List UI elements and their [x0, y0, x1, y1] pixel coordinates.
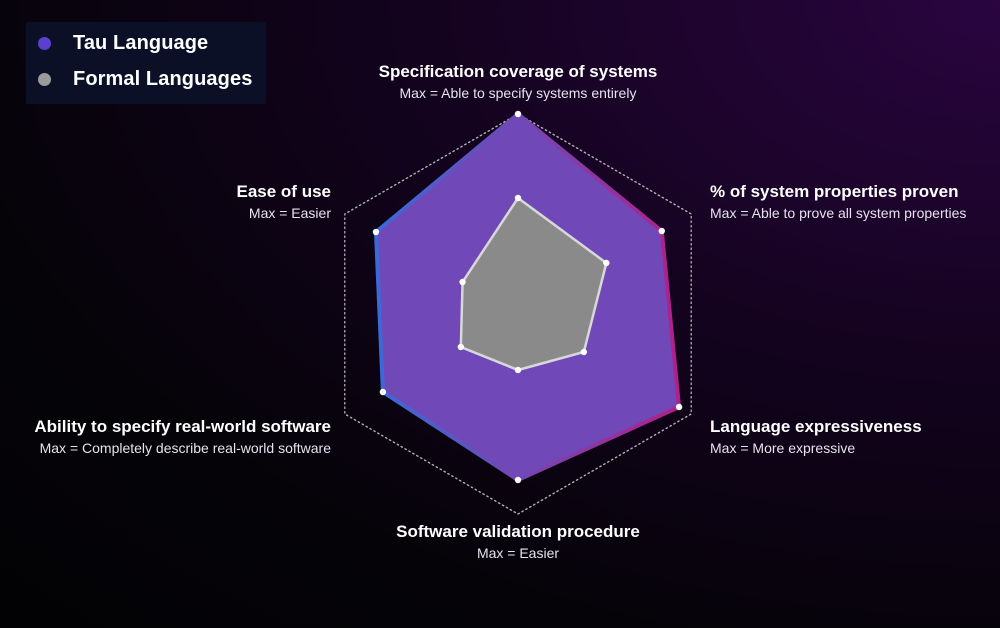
axis-subtitle: Max = Completely describe real-world sof…: [39, 439, 331, 456]
axis-label-software-validation: Software validation procedure Max = Easi…: [396, 522, 640, 561]
axis-subtitle: Max = More expressive: [710, 439, 856, 456]
axis-title: % of system properties proven: [710, 182, 959, 201]
axis-subtitle: Max = Able to prove all system propertie…: [710, 204, 967, 221]
grid-ring-4: [344, 113, 692, 515]
legend-label-tau: Tau Language: [73, 32, 209, 54]
data-point-formal: [580, 348, 588, 356]
data-point-formal: [514, 194, 522, 202]
axis-title: Specification coverage of systems: [378, 62, 658, 81]
legend-label-formal: Formal Languages: [73, 68, 253, 90]
data-point-formal: [459, 278, 466, 286]
axis-title: Language expressiveness: [710, 417, 922, 436]
data-point-tau: [379, 388, 387, 396]
legend-item-formal: Formal Languages: [38, 68, 252, 91]
data-point-formal: [603, 259, 610, 267]
axis-subtitle: Max = Easier: [476, 544, 560, 561]
radar-series: [372, 110, 683, 484]
data-point-tau: [658, 227, 665, 235]
axis-label-ease-of-use: Ease of use Max = Easier: [237, 182, 332, 221]
data-point-tau: [514, 476, 522, 484]
legend-dot-formal: [38, 73, 51, 86]
axis-label-language-expressiveness: Language expressiveness Max = More expre…: [710, 417, 922, 456]
axis-title: Ability to specify real-world software: [34, 417, 331, 436]
legend-dot-tau: [38, 37, 51, 50]
data-point-tau: [372, 228, 380, 236]
axis-title: Software validation procedure: [396, 522, 640, 541]
axis-label-specification-coverage: Specification coverage of systems Max = …: [379, 62, 658, 101]
data-point-formal: [514, 366, 522, 374]
axis-title: Ease of use: [236, 182, 332, 201]
axis-label-properties-proven: % of system properties proven Max = Able…: [710, 182, 966, 221]
axis-subtitle: Max = Able to specify systems entirely: [399, 84, 637, 101]
legend-item-tau: Tau Language: [38, 32, 208, 55]
data-point-formal: [457, 343, 465, 351]
axis-label-real-world-software: Ability to specify real-world software M…: [34, 417, 331, 456]
data-point-tau: [675, 403, 683, 411]
legend: Tau Language Formal Languages: [26, 22, 266, 104]
data-point-tau: [514, 110, 522, 118]
axis-subtitle: Max = Easier: [248, 204, 331, 221]
